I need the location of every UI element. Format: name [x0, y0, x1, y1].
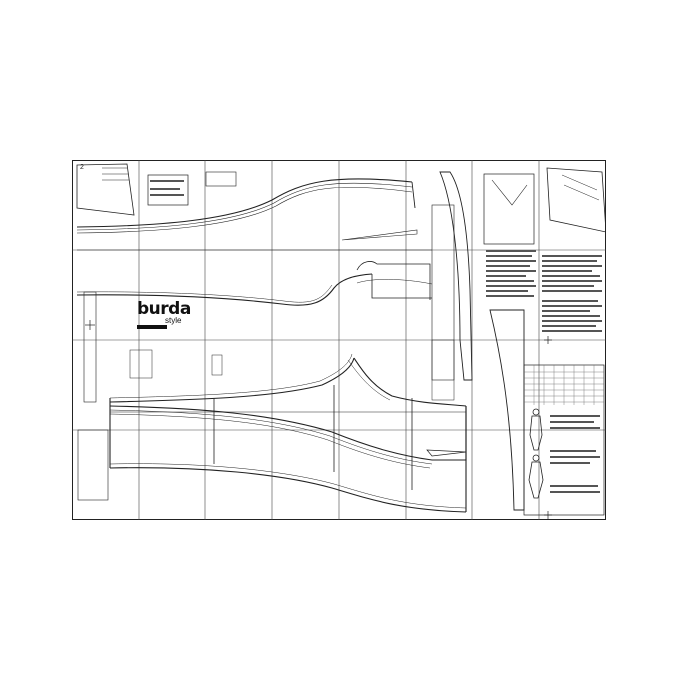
- instruction-text-blocks: [150, 180, 602, 332]
- brand-bar: [137, 325, 167, 329]
- pattern-sheet: 2: [72, 160, 606, 520]
- page-grid: [72, 160, 606, 520]
- front-leg-piece: [109, 353, 467, 490]
- pattern-drawing: [72, 160, 606, 520]
- corner-number: 2: [80, 164, 84, 171]
- waistband-pieces: [356, 171, 525, 511]
- brand-sub: style: [165, 316, 182, 325]
- dressform-figure-icon: [528, 408, 544, 499]
- front-leg-hem: [109, 398, 467, 513]
- burda-logo: burda style: [137, 301, 197, 331]
- detail-pieces: [76, 163, 606, 501]
- back-leg-piece: [76, 178, 433, 306]
- measurement-table: [523, 364, 605, 516]
- brand-name: burda: [137, 299, 191, 319]
- registration-cross-icon: [85, 320, 552, 519]
